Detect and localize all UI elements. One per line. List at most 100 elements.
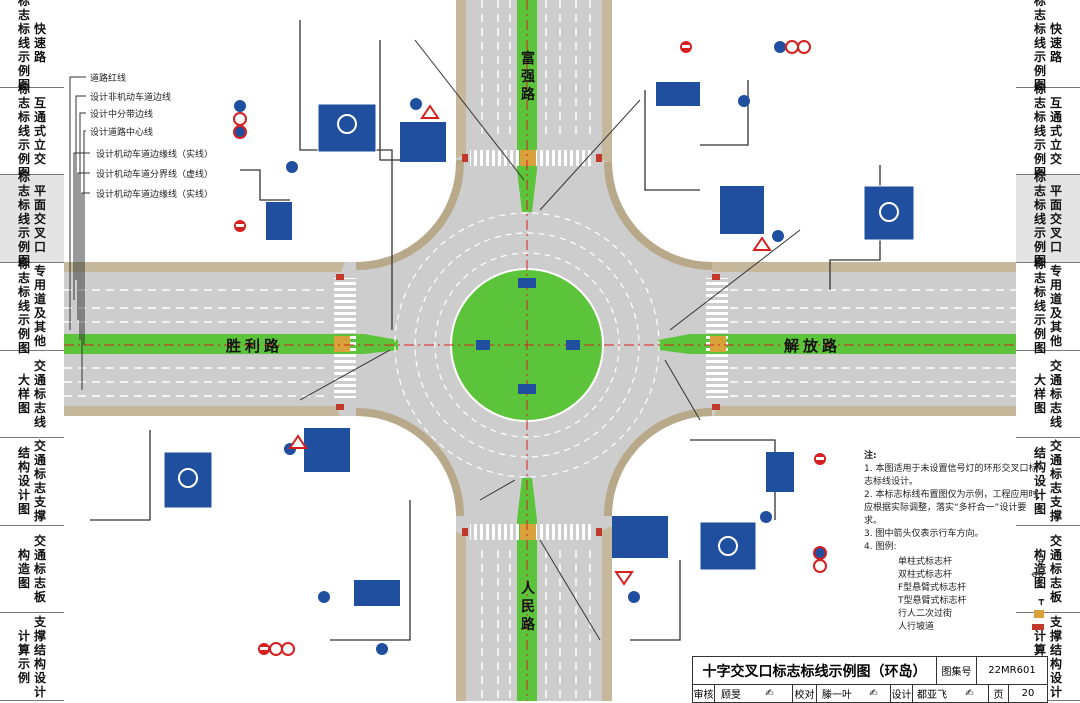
atlas-number: 22MR601 [977, 657, 1047, 685]
review-label: 审核 [693, 685, 715, 702]
chapter-tab-label: 标志标线示例图 [17, 81, 30, 180]
chapter-tab-sublabel: 交通标志支撑 [1050, 439, 1063, 524]
left-tab-column: 标志标线示例图快速路标志标线示例图互通式立交标志标线示例图平面交叉口标志标线示例… [0, 0, 65, 701]
pedestrian-refuge-icon [1034, 610, 1044, 618]
page-label: 页 [989, 685, 1009, 702]
curb-ramp-icon [1032, 624, 1044, 630]
chapter-tab-sublabel: 快速路 [1050, 22, 1063, 65]
legend-center-line: 设计道路中心线 [90, 128, 154, 138]
chapter-tab-label: 结构设计图 [17, 446, 30, 517]
chapter-tab[interactable]: 结构设计图交通标志支撑 [1016, 438, 1080, 526]
chapter-tab[interactable]: 结构设计图交通标志支撑 [0, 438, 64, 526]
legend-median-edge: 设计中分带边线 [90, 110, 154, 120]
right-tab-column: 标志标线示例图快速路标志标线示例图互通式立交标志标线示例图平面交叉口标志标线示例… [1015, 0, 1080, 701]
chapter-tab[interactable]: 标志标线示例图互通式立交 [0, 82, 64, 180]
legend-label: 单柱式标志杆 [898, 557, 953, 567]
chapter-tab[interactable]: 大样图交通标志线 [1016, 351, 1080, 439]
guide-signs [163, 82, 915, 606]
legend-label: F型悬臂式标志杆 [898, 583, 967, 593]
design-signature: ✍ [951, 685, 989, 702]
chapter-tab[interactable]: 标志标线示例图专用道及其他 [1016, 257, 1080, 355]
sign-leaders [299, 39, 801, 641]
chapter-tab-sublabel: 交通标志线 [1050, 358, 1063, 429]
chapter-tab-sublabel: 平面交叉口 [34, 183, 47, 254]
chapter-tab-label: 标志标线示例图 [1033, 257, 1046, 356]
road-name-south: 人民路 [521, 581, 535, 633]
symbol-legend-item: F型悬臂式标志杆⌐ [898, 582, 1044, 595]
legend-label: 行人二次过街 [898, 609, 953, 619]
chapter-tab-sublabel: 专用道及其他 [1050, 264, 1063, 349]
triangle-signs [288, 104, 772, 586]
chapter-tab[interactable]: 标志标线示例图专用道及其他 [0, 257, 64, 355]
intersection-drawing [64, 0, 1016, 701]
chapter-tab-sublabel: 交通标志支撑 [34, 439, 47, 524]
corner-blocks [64, 0, 1016, 701]
chapter-tab-label: 标志标线示例图 [1033, 169, 1046, 268]
road-name-east: 解放路 [784, 337, 842, 355]
chapter-tab[interactable]: 标志标线示例图快速路 [1016, 0, 1080, 92]
chapter-tab[interactable]: 计算示例支撑结构设计 [0, 613, 64, 701]
review-signature: ✍ [747, 685, 793, 702]
chapter-tab-label: 标志标线示例图 [1033, 81, 1046, 180]
chapter-tab[interactable]: 构造图交通标志板 [0, 526, 64, 614]
chapter-tab-sublabel: 支撑结构设计 [34, 614, 47, 699]
check-name: 滕一叶 [822, 690, 852, 701]
legend-lane-divider-dashed: 设计机动车道分界线（虚线） [96, 170, 214, 180]
chapter-tab-sublabel: 交通标志板 [1050, 534, 1063, 605]
legend-lane-edge-solid: 设计机动车道边缘线（实线） [96, 150, 214, 160]
chapter-tab-sublabel: 互通式立交 [1050, 95, 1063, 166]
chapter-tab-label: 标志标线示例图 [17, 169, 30, 268]
legend-leaders [69, 76, 90, 390]
note-item: 1. 本图适用于未设置信号灯的环形交叉口标志标线设计。 [864, 464, 1038, 487]
chapter-tab-label: 大样图 [1033, 372, 1046, 415]
center-lines [64, 0, 1016, 701]
chapter-tab-sublabel: 专用道及其他 [34, 264, 47, 349]
lane-markings [64, 0, 1016, 701]
review-name: 顾旻 [721, 690, 741, 701]
page-number: 20 [1021, 688, 1035, 699]
chapter-tab-sublabel: 交通标志线 [34, 358, 47, 429]
note-item: 3. 图中箭头仅表示行车方向。 [864, 529, 984, 539]
symbol-legend-item: T型悬臂式标志杆┳ [898, 595, 1044, 608]
road-name-north: 富强路 [521, 51, 535, 103]
notes-block: 注: 1. 本图适用于未设置信号灯的环形交叉口标志标线设计。 2. 本标志标线布… [864, 450, 1044, 634]
chapter-tab-sublabel: 快速路 [34, 22, 47, 65]
chapter-tab-label: 标志标线示例图 [17, 0, 30, 93]
double-pole-icon: ꝋꝋ [1031, 570, 1044, 580]
chapter-tab-sublabel: 交通标志板 [34, 534, 47, 605]
chapter-tab-label: 构造图 [1033, 548, 1046, 591]
chapter-tab-sublabel: 互通式立交 [34, 95, 47, 166]
chapter-tab[interactable]: 大样图交通标志线 [0, 351, 64, 439]
drawing-title: 十字交叉口标志标线示例图（环岛） [693, 657, 937, 685]
chapter-tab[interactable]: 构造图交通标志板 [1016, 526, 1080, 614]
chapter-tab-sublabel: 平面交叉口 [1050, 183, 1063, 254]
chapter-tab-label: 结构设计图 [1033, 446, 1046, 517]
chapter-tab[interactable]: 标志标线示例图快速路 [0, 0, 64, 92]
legend-bike-lane-edge: 设计非机动车道边线 [90, 93, 172, 103]
chapter-tab[interactable]: 标志标线示例图平面交叉口 [0, 170, 64, 268]
chapter-tab[interactable]: 标志标线示例图互通式立交 [1016, 82, 1080, 180]
chapter-tab-label: 大样图 [17, 372, 30, 415]
note-item: 4. 图例: [864, 542, 897, 552]
check-label: 校对 [793, 685, 817, 702]
title-block: 十字交叉口标志标线示例图（环岛） 图集号 22MR601 审核 顾旻 ✍ 校对 … [692, 656, 1048, 703]
note-item: 2. 本标志标线布置图仅为示例，工程应用时应根据实际调整，落实“多杆合一”设计要… [864, 490, 1038, 526]
atlas-label: 图集号 [937, 657, 977, 685]
design-label: 设计 [891, 685, 913, 702]
round-signs [233, 40, 827, 656]
check-signature: ✍ [857, 685, 891, 702]
notes-heading: 注: [864, 451, 877, 461]
chapter-tab-label: 标志标线示例图 [1033, 0, 1046, 93]
curb-ramps [336, 154, 720, 536]
pedestrian-refuges [334, 150, 726, 540]
chapter-tab-label: 构造图 [17, 548, 30, 591]
legend-label: 人行坡道 [898, 622, 935, 632]
chapter-tab[interactable]: 标志标线示例图平面交叉口 [1016, 170, 1080, 268]
road-name-west: 胜利路 [226, 337, 284, 355]
legend-label: T型悬臂式标志杆 [898, 596, 967, 606]
chapter-tab-label: 计算示例 [17, 628, 30, 685]
design-name: 都亚飞 [917, 690, 947, 701]
